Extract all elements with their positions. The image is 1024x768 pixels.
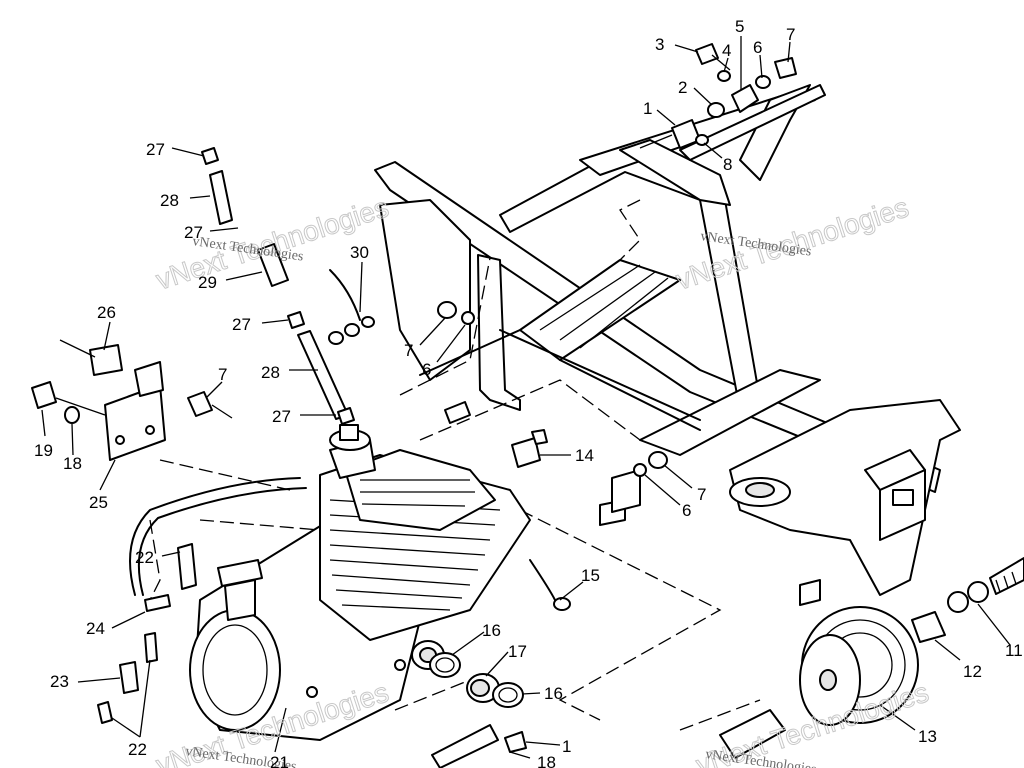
callout-4: 4 xyxy=(722,41,731,60)
callout-16-b: 16 xyxy=(544,684,563,703)
callout-27-a: 27 xyxy=(146,140,165,159)
callout-8: 8 xyxy=(723,155,732,174)
callout-6-mid: 6 xyxy=(422,360,431,379)
callout-1-bottom: 1 xyxy=(562,737,571,756)
callout-19: 19 xyxy=(34,441,53,460)
misc-parts xyxy=(429,429,668,768)
callout-30: 30 xyxy=(350,243,369,262)
callout-6-top: 6 xyxy=(753,38,762,57)
callout-11: 11 xyxy=(1005,641,1023,660)
callout-7-mid: 7 xyxy=(404,341,413,360)
callout-14: 14 xyxy=(575,446,594,465)
engine-assembly xyxy=(189,424,531,741)
callout-1-top: 1 xyxy=(643,99,652,118)
callout-5: 5 xyxy=(735,17,744,36)
callout-28-b: 28 xyxy=(261,363,280,382)
callout-27-d: 27 xyxy=(272,407,291,426)
callout-28-a: 28 xyxy=(160,191,179,210)
callout-21: 21 xyxy=(270,753,289,768)
callout-7-left: 7 xyxy=(218,365,227,384)
callout-29: 29 xyxy=(198,273,217,292)
callout-24: 24 xyxy=(86,619,105,638)
callout-25: 25 xyxy=(89,493,108,512)
callout-27-b: 27 xyxy=(184,223,203,242)
clutch-assembly xyxy=(719,557,1024,759)
callout-18-left: 18 xyxy=(63,454,82,473)
callout-2: 2 xyxy=(678,78,687,97)
callout-7-top: 7 xyxy=(786,25,795,44)
callout-numbers: 1 2 3 4 5 6 7 8 27 28 27 29 30 27 7 6 26… xyxy=(34,17,1023,768)
callout-22-a: 22 xyxy=(135,548,154,567)
callout-23: 23 xyxy=(50,672,69,691)
fuel-line-parts xyxy=(97,147,475,724)
callout-22-b: 22 xyxy=(128,740,147,759)
callout-3: 3 xyxy=(655,35,664,54)
callout-17: 17 xyxy=(508,642,527,661)
callout-13: 13 xyxy=(918,727,937,746)
frame-assembly xyxy=(374,84,961,606)
callout-27-c: 27 xyxy=(232,315,251,334)
callout-18-bottom: 18 xyxy=(537,753,556,768)
callout-26: 26 xyxy=(97,303,116,322)
callout-7-right: 7 xyxy=(697,485,706,504)
top-hardware-parts xyxy=(639,43,797,149)
callout-15: 15 xyxy=(581,566,600,585)
left-bracket-parts xyxy=(31,339,233,461)
callout-6-right: 6 xyxy=(682,501,691,520)
callout-12: 12 xyxy=(963,662,982,681)
callout-leaders xyxy=(41,36,1011,759)
callout-16-a: 16 xyxy=(482,621,501,640)
